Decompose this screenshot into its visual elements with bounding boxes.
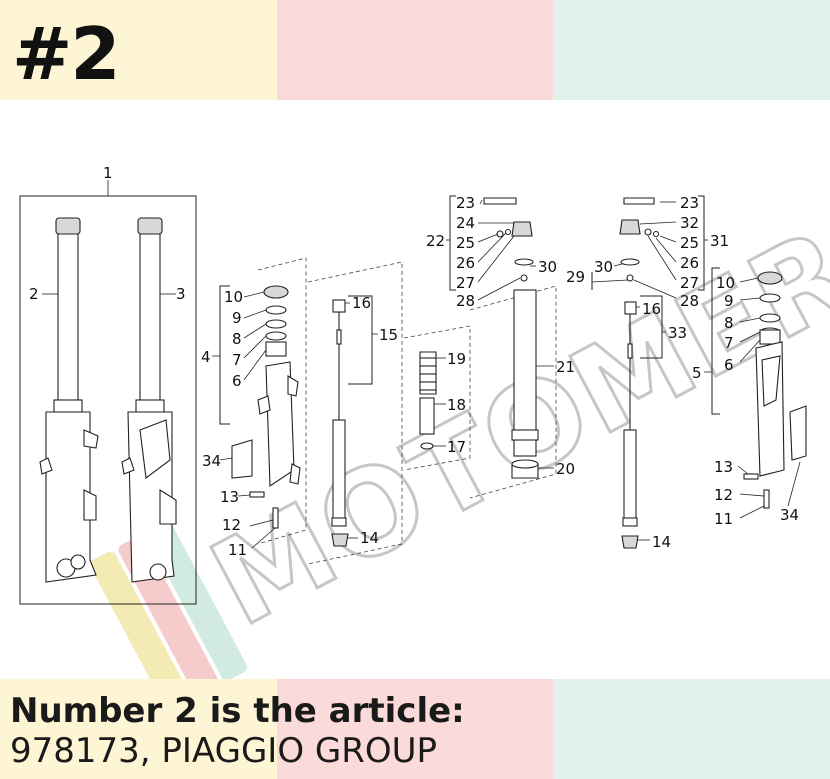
label-17: 17: [447, 438, 466, 456]
article-code-manufacturer: 978173, PIAGGIO GROUP: [10, 731, 438, 771]
label-16-left: 16: [352, 294, 371, 312]
label-23-left: 23: [456, 194, 475, 212]
label-13-right: 13: [714, 458, 733, 476]
label-32: 32: [680, 214, 699, 232]
label-27-left: 27: [456, 274, 475, 292]
label-20: 20: [556, 460, 575, 478]
label-19: 19: [447, 350, 466, 368]
article-caption: Number 2 is the article:: [10, 691, 465, 731]
fork-leg-right: [121, 217, 177, 583]
label-26-right: 26: [680, 254, 699, 272]
label-16-right: 16: [642, 300, 661, 318]
label-10-right: 10: [716, 274, 735, 292]
label-30-right: 30: [594, 258, 613, 276]
label-7-right: 7: [724, 334, 734, 352]
footer-band-pink: [277, 679, 553, 779]
fork-assembly-1: [19, 180, 197, 605]
callout-labels: 1 2 3 4 10 9 8 7 6 34 13 12 11 16 15 14 …: [29, 164, 799, 559]
label-2: 2: [29, 285, 39, 303]
label-11-right: 11: [714, 510, 733, 528]
item-number: #2: [12, 12, 120, 96]
watermark-stripe-yellow: [90, 551, 191, 679]
label-7-left: 7: [232, 351, 242, 369]
fork-leg-left: [39, 217, 99, 583]
label-27-right: 27: [680, 274, 699, 292]
label-12-right: 12: [714, 486, 733, 504]
label-28-right: 28: [680, 292, 699, 310]
label-24: 24: [456, 214, 475, 232]
label-1: 1: [103, 164, 113, 182]
label-12-left: 12: [222, 516, 241, 534]
label-8-left: 8: [232, 330, 242, 348]
label-29: 29: [566, 268, 585, 286]
label-25-right: 25: [680, 234, 699, 252]
label-8-right: 8: [724, 314, 734, 332]
damper-rod-assembly-15: [307, 261, 403, 565]
label-13-left: 13: [220, 488, 239, 506]
label-26-left: 26: [456, 254, 475, 272]
lower-leg-assembly-4: [212, 257, 307, 549]
label-28-left: 28: [456, 292, 475, 310]
lower-leg-assembly-5: [704, 267, 807, 519]
label-3: 3: [176, 285, 186, 303]
label-23-right: 23: [680, 194, 699, 212]
stanchion-assembly-22: [446, 195, 557, 499]
label-30-left: 30: [538, 258, 557, 276]
label-14-left: 14: [360, 529, 379, 547]
header-band-pink: [277, 0, 553, 100]
label-15: 15: [379, 326, 398, 344]
label-9-right: 9: [724, 292, 734, 310]
header-band-yellow: [0, 0, 277, 100]
watermark: MOTOMERCIA: [90, 100, 830, 679]
label-6-left: 6: [232, 372, 242, 390]
label-11-left: 11: [228, 541, 247, 559]
label-31: 31: [710, 232, 729, 250]
footer-band-mint: [553, 679, 830, 779]
label-9-left: 9: [232, 309, 242, 327]
fork-exploded-diagram: MOTOMERCIA: [19, 100, 830, 679]
label-22: 22: [426, 232, 445, 250]
header-band-mint: [553, 0, 830, 100]
label-34-right: 34: [780, 506, 799, 524]
label-25-left: 25: [456, 234, 475, 252]
right-damper-assembly-31: [591, 195, 708, 549]
label-4: 4: [201, 348, 211, 366]
label-10-left: 10: [224, 288, 243, 306]
spring-assembly: [403, 325, 471, 471]
label-34-left: 34: [202, 452, 221, 470]
label-18: 18: [447, 396, 466, 414]
label-21: 21: [556, 358, 575, 376]
label-5: 5: [692, 364, 702, 382]
label-33: 33: [668, 324, 687, 342]
label-6-right: 6: [724, 356, 734, 374]
footer-band-yellow: [0, 679, 277, 779]
label-14-right: 14: [652, 533, 671, 551]
